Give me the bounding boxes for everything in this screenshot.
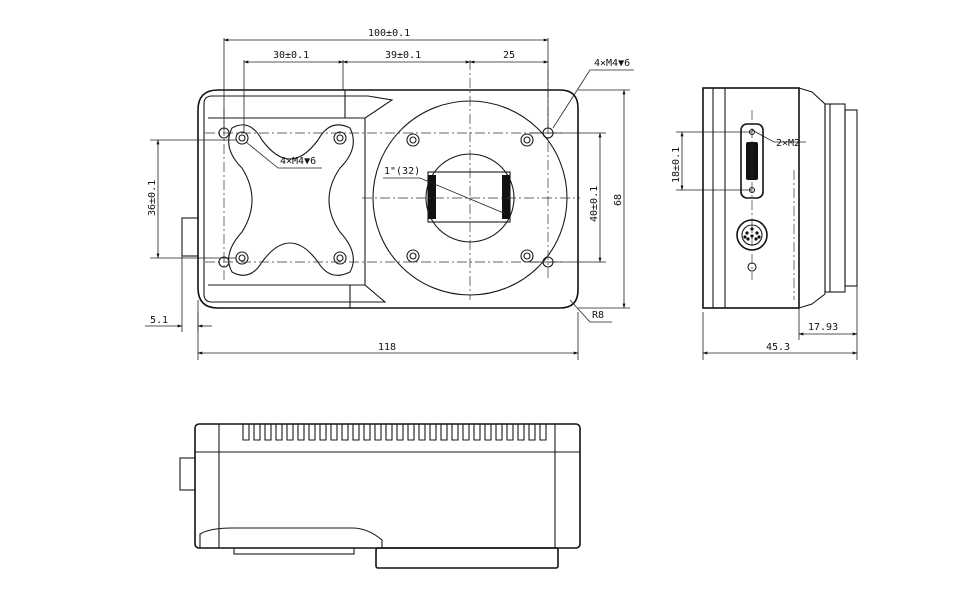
dim-radius: R8: [592, 310, 604, 321]
cross-mount-plate: [228, 124, 354, 276]
bottom-view: [179, 423, 581, 569]
dim-offset: 5.1: [150, 315, 168, 326]
front-left-plate: [203, 95, 394, 303]
bottom-connector-stub: [179, 457, 196, 491]
dim-total-width: 118: [378, 342, 396, 353]
side-body: [702, 87, 800, 309]
dim-side-total-depth: 45.3: [766, 342, 790, 353]
dim-overall-width: 100±0.1: [368, 28, 410, 39]
dim-left-span: 30±0.1: [273, 50, 309, 61]
dim-side-pitch: 18±0.1: [671, 147, 682, 183]
bottom-lens-ring: [375, 547, 559, 569]
side-view: 2×M2 18±0.1 17.93 45.3: [671, 87, 858, 360]
bottom-plate: [233, 547, 355, 555]
dim-lens: 1"(32): [384, 166, 420, 177]
dim-height-left: 36±0.1: [147, 180, 158, 216]
side-lens-flange: [798, 87, 826, 309]
front-body-outline: [197, 89, 579, 309]
bottom-body: [194, 423, 581, 549]
dim-right-span: 25: [503, 50, 515, 61]
dim-side-depth: 17.93: [808, 322, 838, 333]
front-connector-stub: [181, 217, 199, 257]
dim-height-right: 40±0.1: [589, 186, 600, 222]
dim-thread-right: 4×M4▼6: [594, 58, 630, 69]
dim-side-thread: 2×M2: [776, 138, 800, 149]
dim-total-height: 68: [613, 194, 624, 206]
heat-sink-fins: [219, 423, 551, 441]
front-view: 100±0.1 30±0.1 39±0.1 25 4×M4▼6 4×M4▼6 1…: [145, 28, 634, 360]
cross-mount-holes: [235, 131, 347, 265]
dim-mid-span: 39±0.1: [385, 50, 421, 61]
dim-thread-left: 4×M4▼6: [280, 156, 316, 167]
